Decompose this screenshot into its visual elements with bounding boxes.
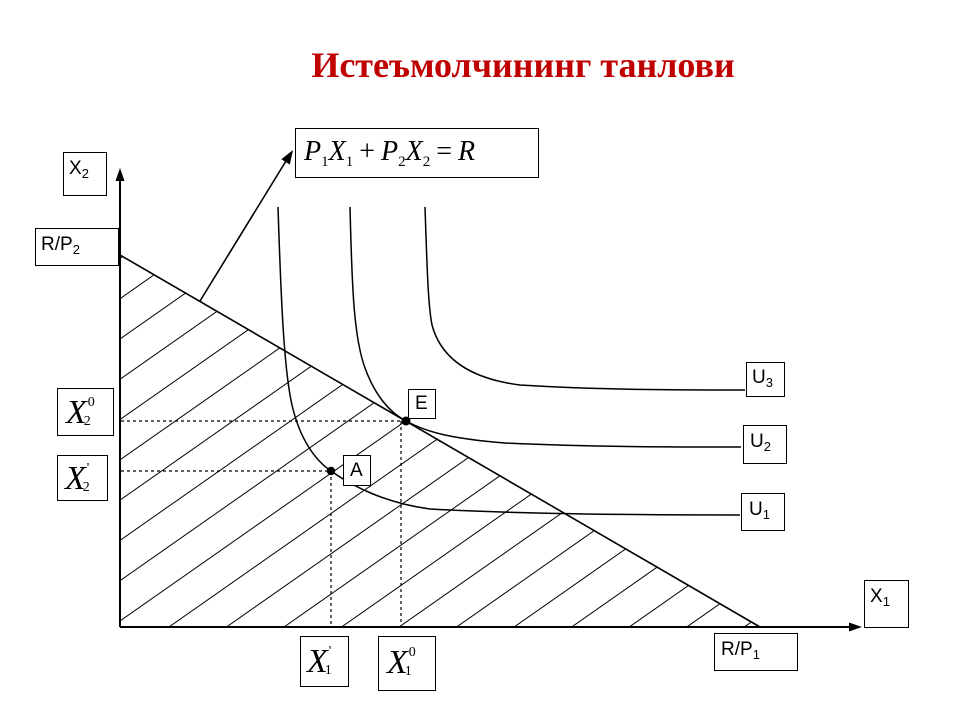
x2-optimal-indices: 0 2: [84, 395, 95, 429]
x2-alternative-indices: ' 2: [83, 461, 90, 495]
eq-p2-sub: 2: [398, 154, 406, 170]
point-a-label: A: [350, 460, 363, 481]
x2-optimal-sup: 0: [87, 395, 95, 410]
eq-p1-base: P: [304, 136, 322, 167]
vertical-axis-arrowhead: [115, 168, 125, 181]
eq-p2-base: P: [381, 136, 399, 167]
point-e-label-box: E: [408, 389, 436, 419]
x1-optimal-sup: 0: [408, 645, 416, 660]
eq-equals: =: [436, 136, 453, 167]
eq-plus: +: [359, 136, 376, 167]
indifference-curve-u2: [349, 206, 742, 448]
y-intercept-label-box: R/P2: [35, 228, 119, 266]
x1-alternative-indices: ' 1: [325, 644, 332, 678]
x2-alternative-sub: 2: [82, 480, 90, 495]
x2-optimal-label-box: X 0 2: [57, 388, 114, 436]
x1-alternative-label-box: X ' 1: [300, 636, 349, 687]
horizontal-axis-arrowhead: [849, 622, 862, 632]
point-e-label: E: [415, 393, 428, 414]
x-intercept-label-sub: 1: [752, 647, 760, 662]
x1-alternative-sup: ': [328, 644, 332, 659]
u2-label-box: U2: [743, 425, 787, 464]
y-intercept-label-sub: 2: [72, 242, 80, 257]
x2-optimal-base: X: [66, 394, 87, 431]
x2-alternative-base: X: [65, 460, 86, 497]
x2-alternative-sup: ': [86, 461, 90, 476]
eq-x2-base: X: [405, 136, 423, 167]
x1-axis-label-box: X1: [864, 580, 909, 628]
x2-axis-label-box: X2: [63, 152, 107, 196]
u3-label-base: U: [752, 367, 766, 388]
u1-label-base: U: [749, 499, 763, 520]
u1-label-sub: 1: [762, 507, 770, 522]
x1-axis-label-base: X: [870, 586, 883, 607]
x-intercept-label-base: R/P: [721, 639, 753, 660]
u3-label-sub: 3: [765, 375, 773, 390]
eq-p1-sub: 1: [321, 154, 329, 170]
u2-label-sub: 2: [763, 439, 771, 454]
indifference-curve-u1: [277, 206, 741, 516]
x2-axis-label-sub: 2: [81, 166, 89, 181]
eq-x1-base: X: [328, 136, 346, 167]
x1-optimal-sub: 1: [404, 664, 412, 679]
x1-optimal-label-box: X 0 1: [378, 636, 436, 691]
u1-label-box: U1: [741, 493, 785, 531]
slide-title: Истеъмолчининг танлови: [311, 45, 735, 85]
eq-x2-sub: 2: [422, 154, 431, 170]
x1-optimal-indices: 0 1: [405, 645, 416, 679]
eq-x1-sub: 1: [345, 154, 354, 170]
x1-alternative-sub: 1: [324, 663, 332, 678]
budget-equation: P1X1+P2X2=R: [304, 136, 476, 170]
x2-axis-label-base: X: [69, 158, 82, 179]
u3-label-box: U3: [746, 362, 785, 397]
x2-optimal-sub: 2: [83, 414, 91, 429]
eq-rhs: R: [458, 136, 476, 167]
y-intercept-label-base: R/P: [41, 234, 73, 255]
u2-label-base: U: [750, 431, 764, 452]
x1-alternative-base: X: [307, 643, 328, 680]
budget-equation-box: P1X1+P2X2=R: [295, 128, 539, 178]
equation-pointer-arrowhead: [281, 150, 293, 165]
equation-pointer-arrow: [199, 160, 287, 302]
budget-line: [119, 254, 761, 628]
x1-axis-label-sub: 1: [882, 594, 890, 609]
x2-alternative-label-box: X ' 2: [57, 455, 108, 501]
x-intercept-label-box: R/P1: [714, 633, 798, 671]
x1-optimal-base: X: [387, 644, 408, 681]
indifference-curve-u3: [424, 206, 746, 391]
point-a-marker: [326, 466, 336, 476]
point-a-label-box: A: [343, 455, 371, 486]
